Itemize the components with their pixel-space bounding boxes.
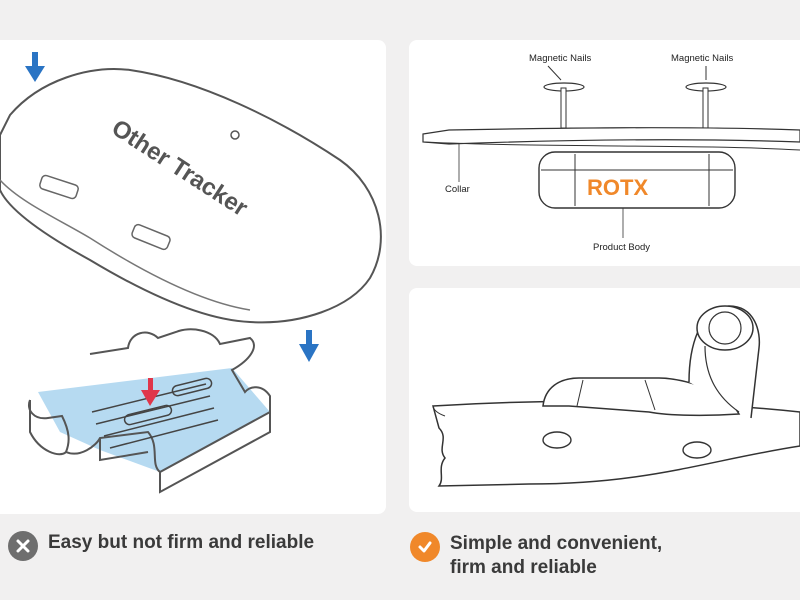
collar-label: Collar [445,184,470,195]
caption-right-line1: Simple and convenient, [450,533,663,554]
rotx-diagram: Magnetic Nails Magnetic Nails ROTX Co [422,53,800,253]
caption-not-reliable: Easy but not firm and reliable [8,531,314,561]
product-body-label: Product Body [593,242,650,253]
product-body-closeup [542,305,761,419]
other-tracker-illustration: Other Tracker [0,52,382,494]
nail-label-1: Magnetic Nails [529,53,592,64]
rotx-mounted-closeup [409,288,800,512]
collar [422,127,800,151]
caption-right-text: Simple and convenient, firm and reliable [450,532,662,580]
close-circle-icon [8,531,38,561]
brand-label: ROTX [587,175,648,200]
check-circle-icon [410,532,440,562]
down-arrow-icon [299,330,319,362]
down-arrow-icon [25,52,45,82]
caption-left-text: Easy but not firm and reliable [48,532,315,553]
product-body: ROTX [538,151,736,209]
other-tracker-body: Other Tracker [0,68,382,324]
down-arrow-icon [141,378,160,406]
magnetic-nail-right [685,66,727,129]
nail-label-2: Magnetic Nails [671,53,734,64]
magnetic-nail-left [543,65,585,129]
rotx-closeup-illustration [432,305,800,487]
other-tracker-panel: Other Tracker [0,40,386,514]
caption-reliable: Simple and convenient, firm and reliable [410,532,662,580]
caption-right-line2: firm and reliable [450,557,597,578]
tracker-holder [28,328,271,494]
rotx-mounting-diagram: Magnetic Nails Magnetic Nails ROTX Co [409,40,800,266]
